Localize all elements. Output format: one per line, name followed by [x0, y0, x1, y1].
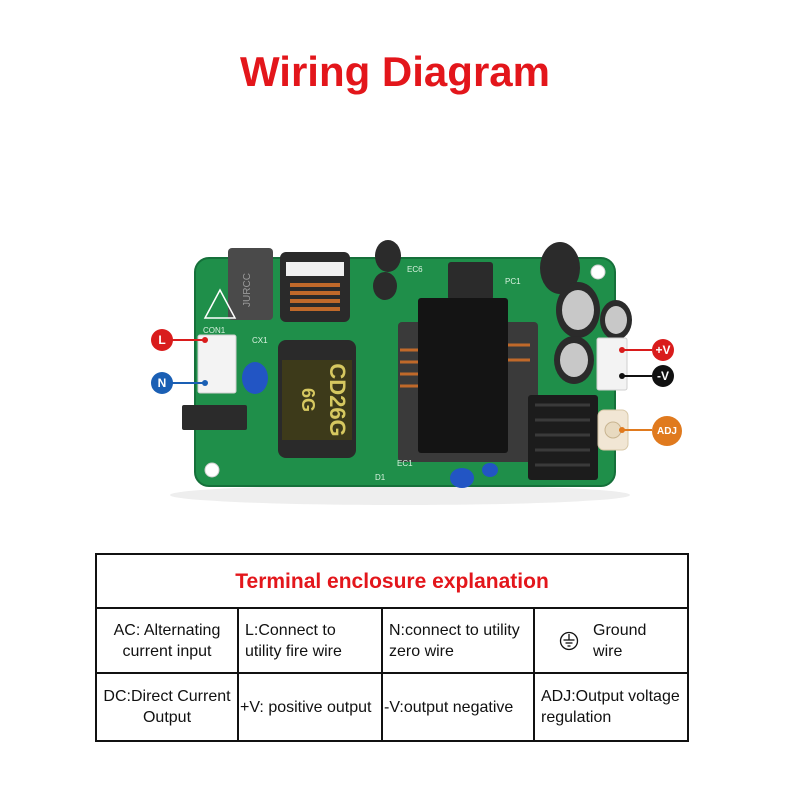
table-header: Terminal enclosure explanation [94, 553, 690, 609]
cell-ac: AC: Alternating current input [95, 607, 239, 674]
svg-text:EC6: EC6 [407, 265, 423, 274]
terminal-label-n: N [151, 372, 173, 394]
svg-text:D1: D1 [375, 473, 386, 482]
svg-text:PC1: PC1 [505, 277, 521, 286]
cell-plus-v: +V: positive output [237, 672, 383, 742]
cell-l: L:Connect to utility fire wire [237, 607, 383, 674]
svg-text:JURCC: JURCC [242, 273, 253, 307]
relay-component [228, 248, 273, 320]
svg-text:CD26G: CD26G [325, 363, 350, 436]
cell-ground: Ground wire [532, 607, 690, 674]
svg-text:CX1: CX1 [252, 336, 268, 345]
page-title: Wiring Diagram [240, 48, 550, 95]
heatsink-component [528, 395, 598, 480]
circuit-board-illustration: JURCC CD26G 6G [151, 240, 682, 505]
ground-text: Ground wire [593, 621, 647, 660]
cell-n: N:connect to utility zero wire [381, 607, 535, 674]
terminal-label-l: L [151, 329, 173, 351]
dc-output-connector [596, 337, 628, 391]
cell-minus-v: -V:output negative [381, 672, 535, 742]
svg-text:6G: 6G [298, 388, 318, 412]
svg-text:CON1: CON1 [203, 326, 226, 335]
terminal-label-adj: ADJ [652, 416, 682, 446]
ac-input-connector [197, 334, 237, 394]
pcb-drawing: JURCC CD26G 6G [170, 240, 652, 505]
cell-adj: ADJ:Output voltage regulation [532, 672, 690, 742]
terminal-label-plus-v: +V [652, 339, 674, 361]
terminal-explanation-table: Terminal enclosure explanation AC: Alter… [94, 553, 690, 742]
terminal-label-minus-v: -V [652, 365, 674, 387]
ground-symbol-icon [559, 631, 579, 650]
cell-dc: DC:Direct Current Output [95, 672, 239, 742]
svg-text:EC1: EC1 [397, 459, 413, 468]
